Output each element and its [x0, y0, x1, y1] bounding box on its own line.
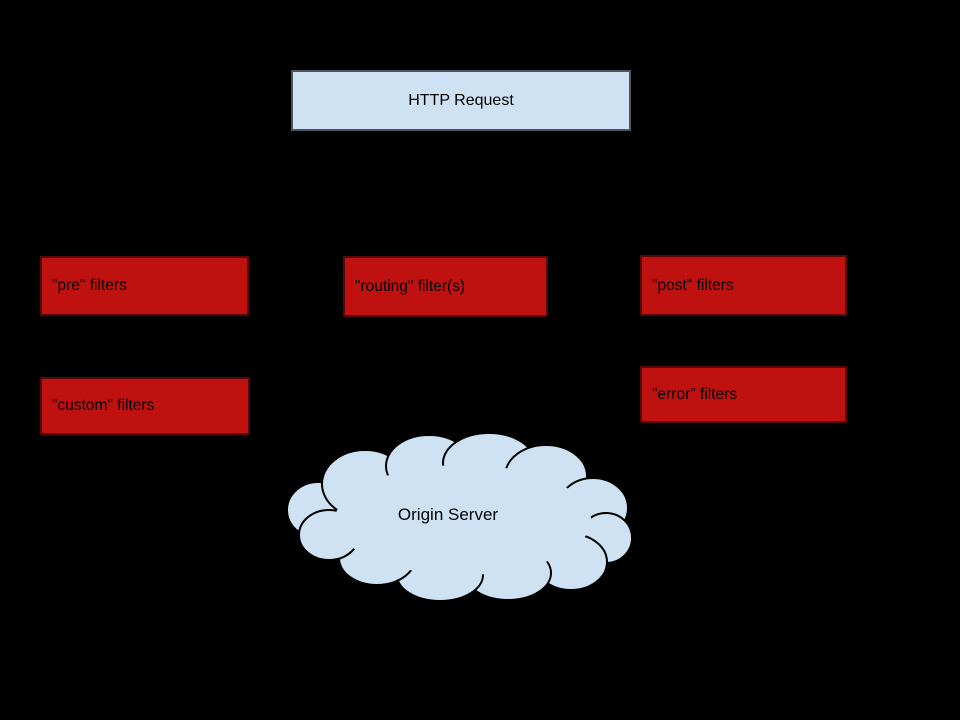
origin-server-cloud: Origin Server	[286, 432, 633, 602]
post-filters-label: "post" filters	[652, 276, 734, 294]
custom-filters-box: "custom" filters	[40, 377, 250, 435]
pre-filters-label: "pre" filters	[52, 277, 127, 294]
error-filters-box: "error" filters	[640, 366, 847, 423]
post-filters-box: "post" filters	[640, 255, 847, 316]
http-request-box: HTTP Request	[291, 70, 631, 131]
routing-filters-label: "routing" filter(s)	[355, 277, 466, 295]
cloud-shape	[286, 432, 633, 602]
custom-filters-label: "custom" filters	[52, 397, 155, 414]
http-request-label: HTTP Request	[408, 91, 514, 109]
origin-server-label: Origin Server	[398, 505, 498, 524]
error-filters-label: "error" filters	[652, 385, 738, 403]
routing-filters-box: "routing" filter(s)	[343, 256, 548, 317]
pre-filters-box: "pre" filters	[40, 256, 249, 316]
